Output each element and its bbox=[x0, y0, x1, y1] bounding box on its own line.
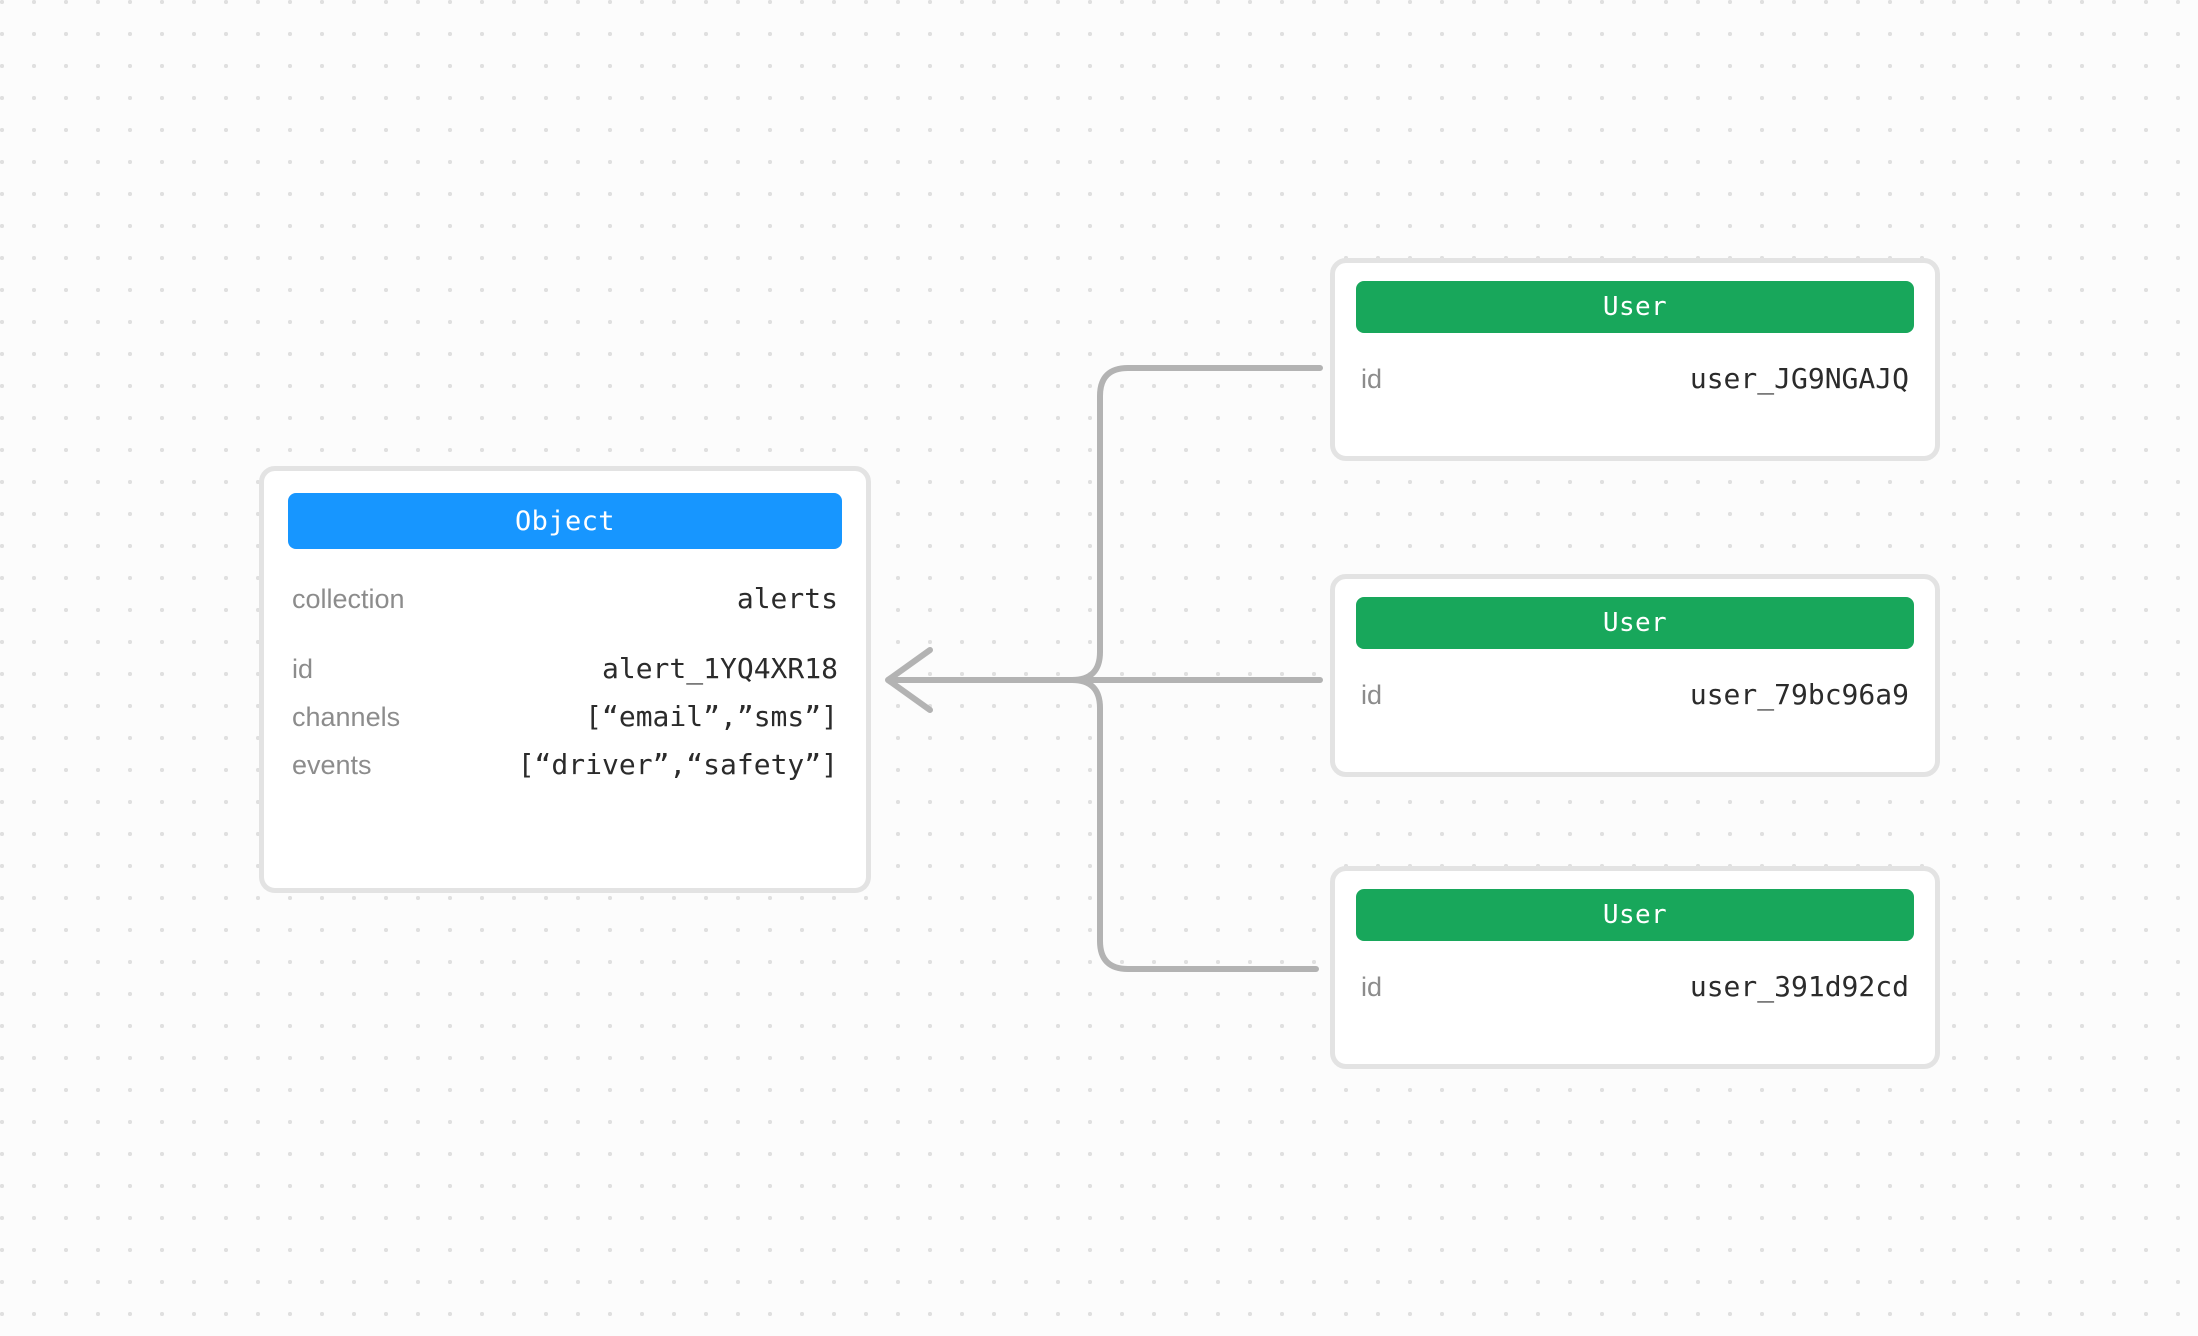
node-user-3-body: id user_391d92cd bbox=[1335, 941, 1935, 1011]
property-group: id user_391d92cd bbox=[1361, 963, 1909, 1011]
property-group: id user_79bc96a9 bbox=[1361, 671, 1909, 719]
property-row-id: id user_79bc96a9 bbox=[1361, 671, 1909, 719]
node-user-2-body: id user_79bc96a9 bbox=[1335, 649, 1935, 719]
arrowhead-icon bbox=[885, 647, 933, 713]
property-row-events: events [“driver”,“safety”] bbox=[292, 741, 838, 789]
property-value: user_79bc96a9 bbox=[1689, 678, 1909, 711]
property-group: id user_JG9NGAJQ bbox=[1361, 355, 1909, 403]
property-row-id: id user_JG9NGAJQ bbox=[1361, 355, 1909, 403]
node-user-2[interactable]: User id user_79bc96a9 bbox=[1330, 574, 1940, 777]
property-value: [“email”,”sms”] bbox=[585, 700, 838, 733]
property-value: alerts bbox=[736, 582, 838, 615]
property-value: user_391d92cd bbox=[1689, 970, 1909, 1003]
property-value: [“driver”,“safety”] bbox=[517, 748, 838, 781]
node-user-3-header: User bbox=[1356, 889, 1914, 941]
property-row-collection: collection alerts bbox=[292, 575, 838, 623]
property-value: alert_1YQ4XR18 bbox=[601, 652, 838, 685]
node-user-1[interactable]: User id user_JG9NGAJQ bbox=[1330, 258, 1940, 461]
node-user-1-body: id user_JG9NGAJQ bbox=[1335, 333, 1935, 403]
node-object-header: Object bbox=[288, 493, 842, 549]
property-label: id bbox=[1361, 680, 1383, 710]
edge-user1-to-object bbox=[892, 365, 1323, 683]
property-row-channels: channels [“email”,”sms”] bbox=[292, 693, 838, 741]
property-label: collection bbox=[292, 584, 405, 614]
edge-user3-to-object bbox=[892, 677, 1319, 972]
property-group: collection alerts bbox=[292, 575, 838, 623]
node-user-2-header: User bbox=[1356, 597, 1914, 649]
property-label: channels bbox=[292, 702, 401, 732]
node-object[interactable]: Object collection alerts id alert_1YQ4XR… bbox=[259, 466, 871, 893]
property-row-id: id alert_1YQ4XR18 bbox=[292, 645, 838, 693]
property-label: id bbox=[292, 654, 314, 684]
property-label: id bbox=[1361, 364, 1383, 394]
node-user-3[interactable]: User id user_391d92cd bbox=[1330, 866, 1940, 1069]
property-group: id alert_1YQ4XR18 channels [“email”,”sms… bbox=[292, 645, 838, 789]
property-label: id bbox=[1361, 972, 1383, 1002]
property-value: user_JG9NGAJQ bbox=[1689, 362, 1909, 395]
property-row-id: id user_391d92cd bbox=[1361, 963, 1909, 1011]
property-label: events bbox=[292, 750, 372, 780]
node-user-1-header: User bbox=[1356, 281, 1914, 333]
node-object-body: collection alerts id alert_1YQ4XR18 chan… bbox=[264, 549, 866, 789]
